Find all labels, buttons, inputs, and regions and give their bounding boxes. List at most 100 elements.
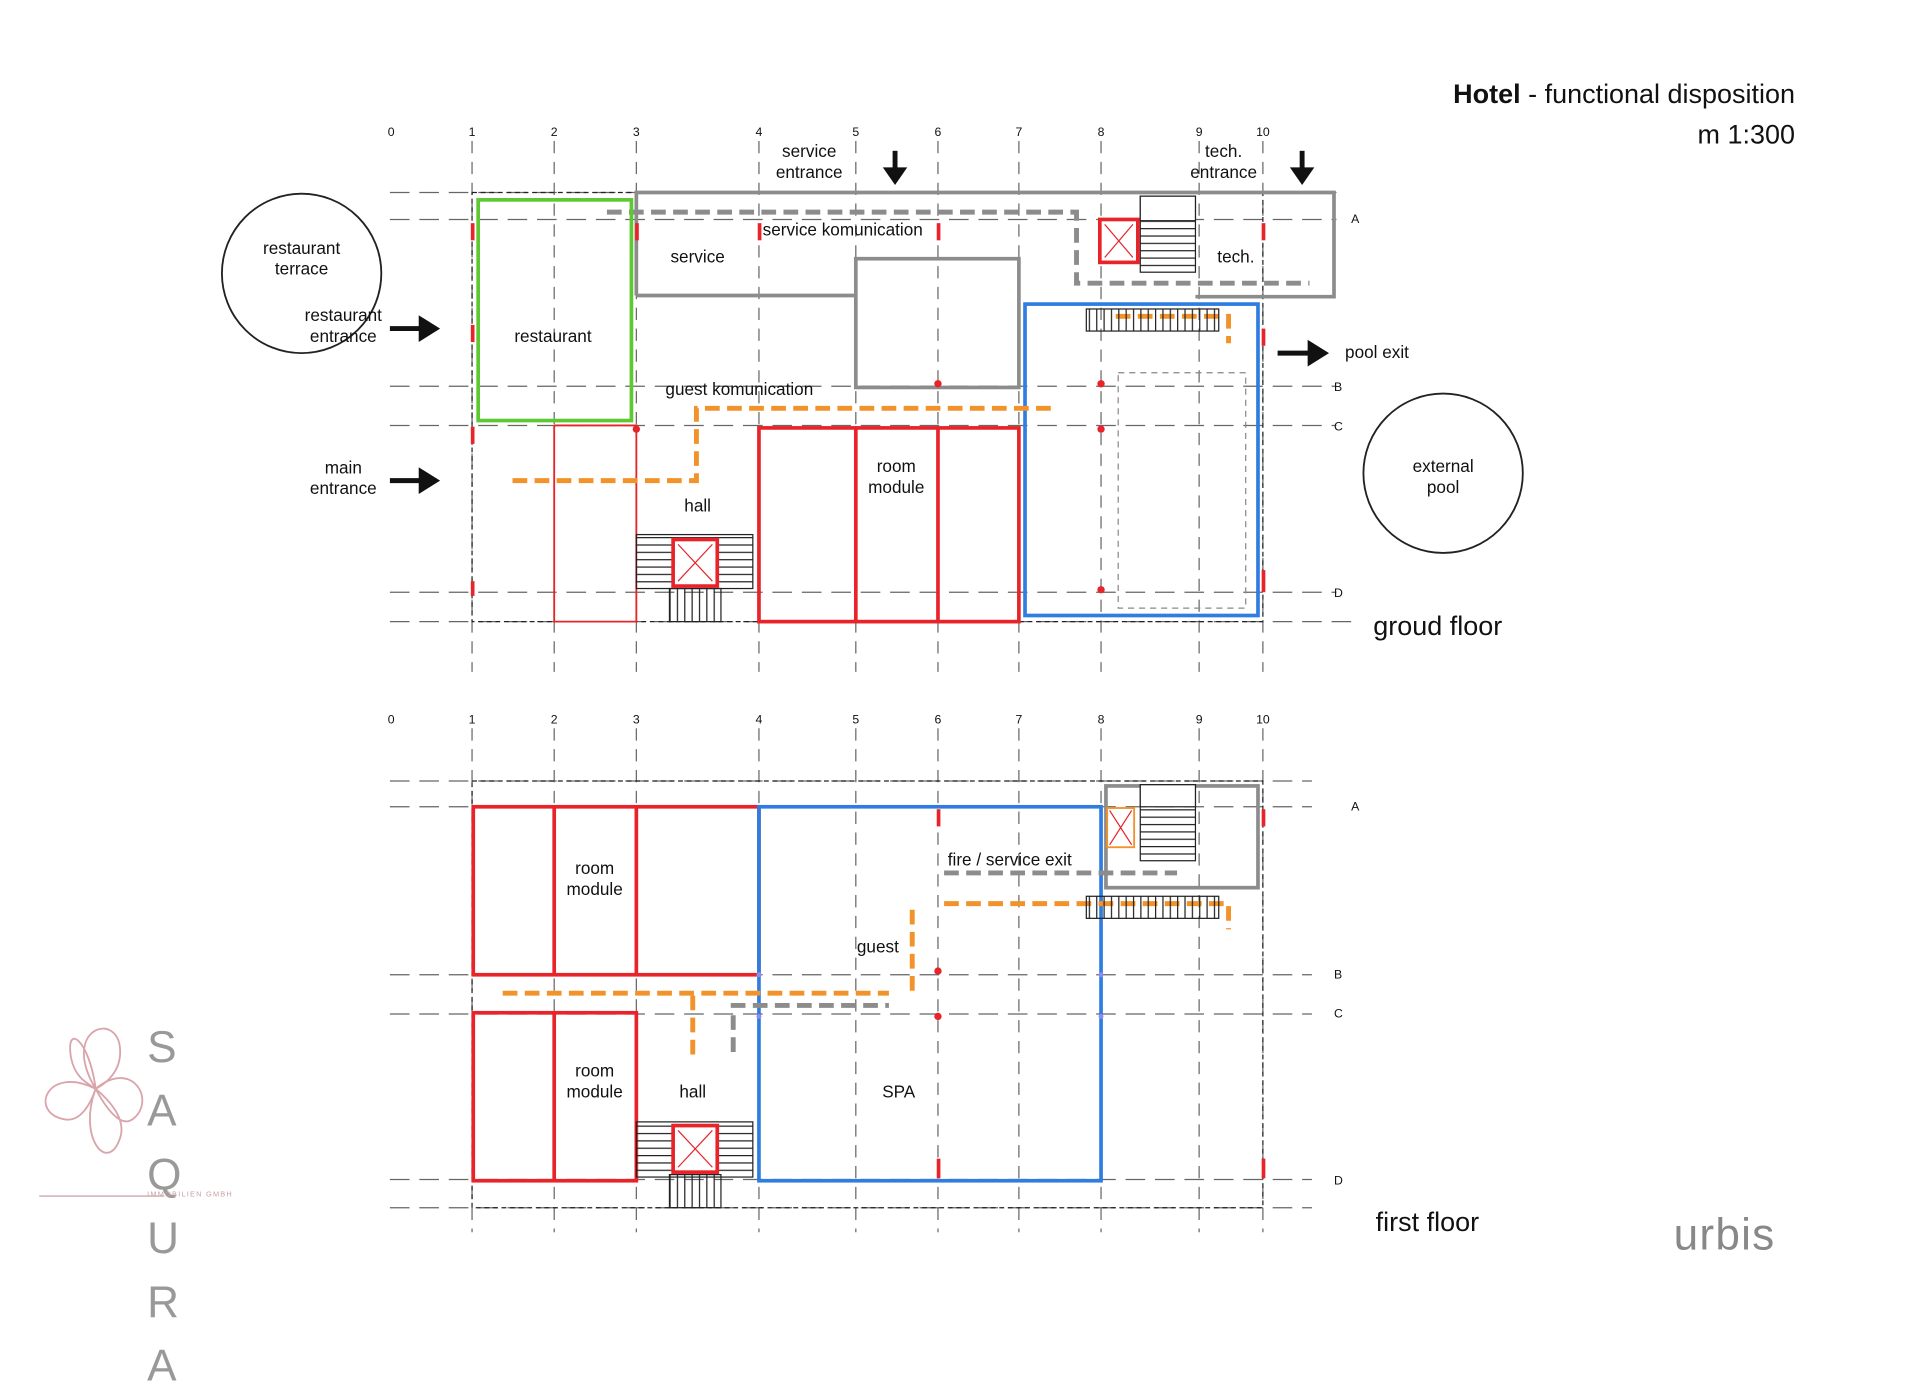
ff-column-marks <box>756 809 1266 1179</box>
gf-restaurant-zone <box>476 198 634 423</box>
ff-building-outline <box>471 780 1264 1209</box>
arrow-right-icon <box>389 315 441 342</box>
ff-room-modules <box>471 804 761 1183</box>
tech-label: tech. <box>1217 246 1254 266</box>
logo-letters-row: S A <box>147 1021 202 1136</box>
gf-service-block <box>634 190 1336 390</box>
axis-label: 5 <box>852 125 859 139</box>
ff-hall-stairs <box>635 1121 754 1209</box>
guest-komunication-label: guest komunication <box>665 379 813 399</box>
axis-label: B <box>1334 380 1342 394</box>
axis-label: 10 <box>1256 125 1270 139</box>
axis-label: C <box>1334 1007 1343 1021</box>
logo-subtitle: IMMOBILIEN GMBH <box>147 1191 233 1200</box>
axis-label: C <box>1334 419 1343 433</box>
gf-external-pool-circle <box>1362 392 1524 554</box>
pool-exit-label: pool exit <box>1345 342 1409 362</box>
gf-pool-zone <box>1023 302 1260 618</box>
first-floor-plan: 0 1 2 3 4 5 6 7 8 9 10 <box>388 712 1360 1233</box>
axis-label: A <box>1351 212 1360 226</box>
arrow-down-icon <box>1289 150 1315 185</box>
axis-label: 9 <box>1196 712 1203 726</box>
first-floor-label: first floor <box>1375 1206 1480 1238</box>
axis-label: 0 <box>388 125 395 139</box>
gf-row-axis-labels: A B C D <box>1334 212 1360 600</box>
floor-plan-diagram: 0 1 2 3 4 5 6 7 8 9 10 <box>221 125 1524 1233</box>
axis-label: 10 <box>1256 712 1270 726</box>
hall-label: hall <box>679 1081 706 1101</box>
logo-letters: S A Q U R A <box>147 1015 249 1398</box>
axis-label: 1 <box>469 712 476 726</box>
logo-divider <box>39 1195 165 1197</box>
axis-label: 2 <box>551 125 558 139</box>
title-rest: - functional disposition <box>1520 78 1796 110</box>
logo-letters-row: R A <box>147 1276 204 1391</box>
gf-hall-outline <box>553 424 638 623</box>
axis-label: 7 <box>1015 125 1022 139</box>
saqura-logo: S A Q U R A IMMOBILIEN GMBH <box>34 1015 249 1390</box>
gf-entrance-arrows <box>389 150 1330 494</box>
title-bold: Hotel <box>1453 78 1521 110</box>
gf-room-modules <box>757 426 1021 624</box>
spa-label: SPA <box>882 1081 916 1101</box>
ground-floor-plan: 0 1 2 3 4 5 6 7 8 9 10 <box>221 125 1524 672</box>
axis-label: 8 <box>1098 712 1105 726</box>
ff-row-axis-labels: A B C D <box>1334 799 1360 1187</box>
scale-label: m 1:300 <box>1697 118 1796 150</box>
arrow-right-icon <box>1277 339 1330 367</box>
axis-label: 2 <box>551 712 558 726</box>
service-komunication-label: service komunication <box>763 219 923 239</box>
axis-label: 8 <box>1098 125 1105 139</box>
arrow-down-icon <box>882 150 908 185</box>
logo-letters-row: Q U <box>147 1148 207 1263</box>
axis-label: A <box>1351 799 1360 813</box>
arrow-right-icon <box>389 467 441 494</box>
gf-guest-communication-path <box>512 405 1052 484</box>
ground-floor-label: groud floor <box>1373 610 1503 642</box>
gf-restaurant-terrace-circle <box>221 192 383 355</box>
tech-entrance-label: tech.entrance <box>1190 141 1257 182</box>
axis-label: 9 <box>1196 125 1203 139</box>
axis-label: 5 <box>852 712 859 726</box>
ff-guest-path-east <box>944 901 1232 930</box>
restaurant-label: restaurant <box>514 326 591 346</box>
axis-label: D <box>1334 1173 1343 1187</box>
axis-label: 4 <box>756 712 763 726</box>
ff-service-path <box>730 1002 889 1052</box>
urbis-watermark: urbis <box>1673 1208 1776 1260</box>
axis-label: 7 <box>1015 712 1022 726</box>
gf-guest-path-pool <box>1115 313 1232 344</box>
axis-label: B <box>1334 967 1342 981</box>
axis-label: 1 <box>469 125 476 139</box>
gf-tech-stairs <box>1085 195 1220 332</box>
gf-pool-dashed <box>1117 372 1247 609</box>
axis-label: 6 <box>935 712 942 726</box>
axis-label: 4 <box>756 125 763 139</box>
axis-label: 3 <box>633 712 640 726</box>
axis-label: D <box>1334 586 1343 600</box>
title-block: Hotel - functional disposition m 1:300 <box>1453 74 1795 155</box>
page-title: Hotel - functional disposition <box>1453 74 1795 114</box>
hall-label: hall <box>684 495 711 515</box>
guest-label: guest <box>857 937 899 957</box>
service-label: service <box>670 246 724 266</box>
axis-label: 3 <box>633 125 640 139</box>
flower-logo-icon <box>44 1027 144 1154</box>
gf-hall-stairs <box>635 533 754 623</box>
axis-label: 6 <box>935 125 942 139</box>
ff-column-axis-labels: 0 1 2 3 4 5 6 7 8 9 10 <box>388 712 1270 726</box>
fire-service-exit-label: fire / service exit <box>948 850 1072 870</box>
gf-column-axis-labels: 0 1 2 3 4 5 6 7 8 9 10 <box>388 125 1270 139</box>
ff-tech-stairs <box>1085 784 1220 919</box>
axis-label: 0 <box>388 712 395 726</box>
